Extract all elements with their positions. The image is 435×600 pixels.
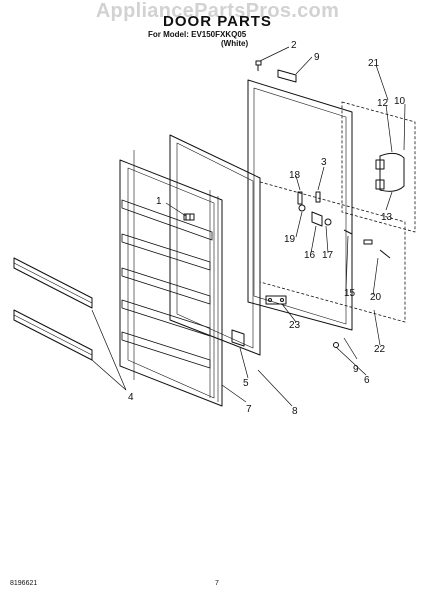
callout-9: 9 (353, 364, 359, 375)
door-outer-panel (247, 79, 353, 331)
callout-19: 18 (289, 170, 301, 181)
callout-13-lower: 13 (381, 212, 393, 223)
top-screw (255, 60, 262, 71)
callout-21: 21 (368, 58, 380, 69)
callout-8: 8 (292, 406, 298, 417)
callout-12: 10 (394, 96, 406, 107)
leader-lines (91, 46, 406, 407)
callout-6: 6 (364, 375, 370, 386)
callout-16: 16 (304, 250, 316, 261)
callout-3: 3 (321, 157, 327, 168)
callout-5: 5 (243, 378, 249, 389)
callout-18: 20 (370, 292, 382, 303)
callout-2: 2 (291, 40, 297, 51)
model-line: For Model: EV150FXKQ05 (148, 30, 247, 39)
callout-1: 1 (156, 196, 162, 207)
document-number: 8196621 (10, 580, 38, 587)
handle-assembly-box (341, 101, 416, 233)
liner-screw (183, 213, 195, 221)
shelf-trim-lower (13, 309, 93, 361)
callout-20: 19 (284, 234, 296, 245)
door-handle (375, 152, 405, 192)
shelf-trim-upper (13, 257, 93, 309)
callout-13-upper: 12 (377, 98, 389, 109)
hinge-hardware (297, 191, 391, 259)
callout-15: 15 (344, 288, 356, 299)
hardware-box (259, 181, 406, 323)
callout-17: 17 (322, 250, 334, 261)
callout-22: 22 (374, 344, 386, 355)
callout-4: 4 (128, 392, 134, 403)
callout-23: 23 (289, 320, 301, 331)
door-gasket (169, 134, 261, 356)
washer (333, 342, 339, 348)
callout-labels: 2 9 21 12 10 3 18 1 13 19 16 17 15 20 23… (128, 40, 406, 417)
door-clip (265, 295, 287, 305)
door-liner (119, 150, 223, 407)
watermark: AppliancePartsPros.com (95, 0, 340, 22)
nameplate (277, 69, 297, 83)
color-line: (White) (221, 39, 249, 48)
page-title: DOOR PARTS (163, 13, 272, 30)
callout-10: 9 (314, 52, 320, 63)
door-bracket (231, 329, 245, 347)
callout-7: 7 (246, 404, 252, 415)
page-number: 7 (215, 580, 219, 587)
